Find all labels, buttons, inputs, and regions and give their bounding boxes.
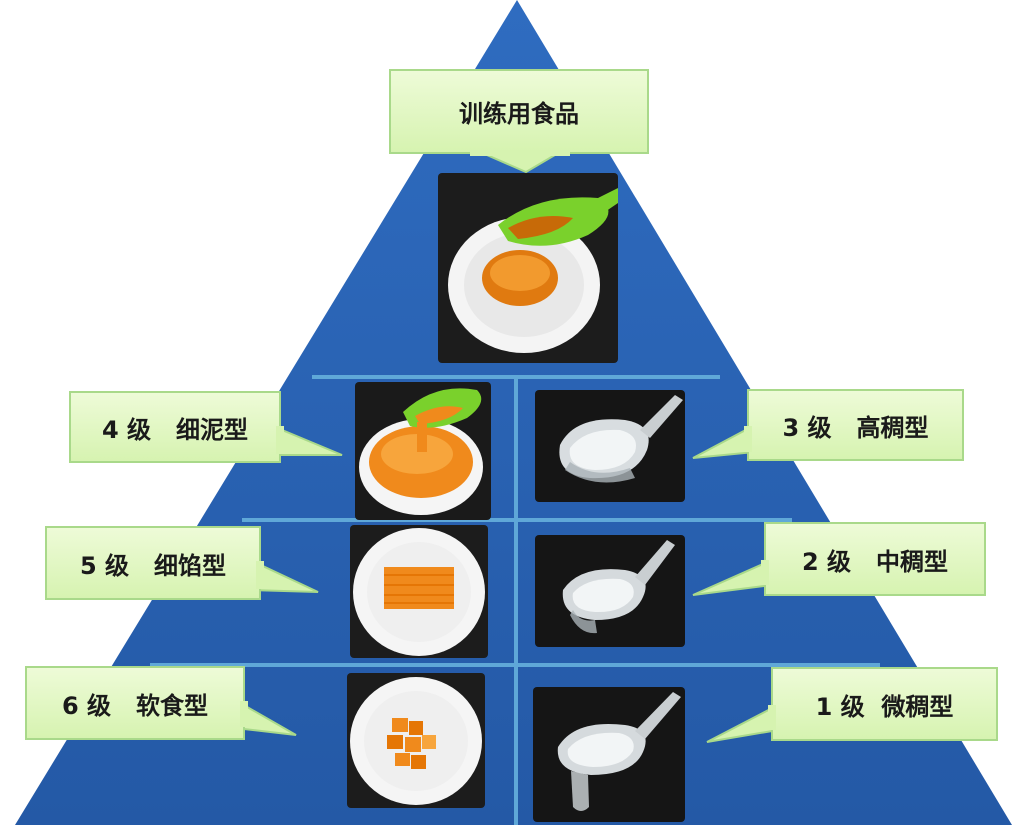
- callout-left-1: [69, 391, 343, 463]
- photo-level-1: [533, 687, 685, 822]
- callout-right-3: [706, 667, 998, 743]
- pyramid-body: [15, 0, 1012, 825]
- callout-title: [389, 69, 649, 174]
- title-callout-label: 训练用食品: [459, 100, 579, 128]
- photo-level-4: [355, 382, 491, 520]
- photo-level-5: [350, 525, 488, 658]
- callout-left-2: [45, 526, 319, 600]
- level-1-label: 1 级 微稠型: [815, 692, 954, 721]
- callout-left-3: [25, 666, 297, 740]
- photo-level-3: [535, 390, 685, 502]
- callout-right-1: [692, 389, 964, 461]
- level-5-label: 5 级 细馅型: [79, 551, 227, 580]
- photo-level-6: [347, 673, 485, 808]
- photo-training-food: [438, 173, 618, 363]
- level-3-label: 3 级 高稠型: [782, 413, 929, 442]
- callout-right-2: [692, 522, 986, 596]
- level-6-label: 6 级 软食型: [61, 691, 209, 720]
- photo-level-2: [535, 535, 685, 647]
- level-4-label: 4 级 细泥型: [101, 415, 249, 444]
- level-2-label: 2 级 中稠型: [801, 547, 949, 576]
